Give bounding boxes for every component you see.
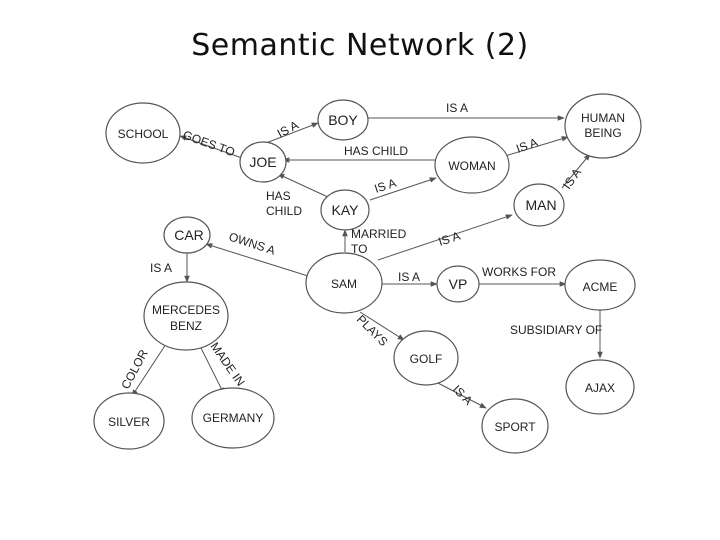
node-sport: SPORT [481, 398, 549, 454]
node-mercedes-benz-label-line1: MERCEDES [152, 303, 220, 317]
node-human-being-label-line1: HUMAN [581, 111, 625, 125]
node-vp-label: VP [449, 276, 468, 292]
label-car-is-a: IS A [150, 261, 172, 275]
node-boy-label: BOY [328, 112, 358, 128]
label-made-in: MADE IN [208, 340, 248, 389]
node-joe: JOE [239, 141, 287, 183]
label-kay-is-a-woman: IS A [373, 176, 398, 196]
node-vp: VP [436, 265, 480, 303]
node-sam-label: SAM [331, 277, 357, 291]
node-ajax: AJAX [565, 359, 635, 415]
node-mercedes-benz: MERCEDES BENZ [143, 281, 229, 351]
node-germany: GERMANY [191, 387, 275, 449]
label-married-to-line1: MARRIED [351, 227, 407, 241]
node-ajax-label: AJAX [585, 381, 615, 395]
edge-joe-boy [265, 122, 319, 144]
node-silver: SILVER [93, 392, 165, 450]
edge-kay-woman [369, 177, 437, 201]
nodes: SCHOOL BOY JOE HUMAN BEING WOMAN KAY MAN [93, 93, 642, 454]
node-woman-label: WOMAN [448, 159, 495, 173]
node-car: CAR [163, 216, 211, 254]
node-golf-label: GOLF [410, 352, 443, 366]
node-sam: SAM [305, 252, 383, 314]
edge-joe-school [179, 135, 243, 159]
node-sport-label: SPORT [494, 420, 536, 434]
edge-sam-man [377, 214, 513, 261]
node-man: MAN [513, 183, 565, 227]
edge-sam-golf [359, 311, 405, 341]
node-mercedes-benz-label-line2: BENZ [170, 319, 202, 333]
node-human-being: HUMAN BEING [564, 93, 642, 159]
edge-mercedes-silver [131, 343, 167, 397]
edge-mercedes-germany [199, 345, 225, 395]
node-kay: KAY [320, 189, 370, 231]
slide-title: Semantic Network (2) [191, 28, 529, 63]
node-car-label: CAR [174, 227, 204, 243]
label-woman-is-a-human: IS A [514, 135, 539, 156]
node-human-being-label-line2: BEING [584, 126, 621, 140]
label-color: COLOR [118, 347, 151, 392]
edges [131, 115, 603, 409]
node-golf: GOLF [393, 330, 459, 386]
node-woman: WOMAN [434, 136, 510, 194]
label-sam-is-a-vp: IS A [398, 270, 420, 284]
label-joe-is-a-boy: IS A [275, 118, 301, 141]
label-goes-to: GOES TO [181, 128, 237, 160]
node-man-label: MAN [525, 197, 556, 213]
label-married-to-line2: TO [351, 242, 367, 256]
label-kay-has-child-line1: HAS [266, 189, 291, 203]
label-boy-is-a-human: IS A [446, 101, 468, 115]
edge-sam-car [205, 243, 309, 277]
label-man-is-a-human: IS A [560, 166, 584, 192]
label-works-for: WORKS FOR [482, 265, 556, 279]
edge-golf-sport [435, 381, 487, 409]
node-acme: ACME [564, 259, 636, 311]
node-joe-label: JOE [249, 154, 276, 170]
node-school: SCHOOL [105, 102, 181, 164]
label-sam-is-a-man: IS A [437, 229, 462, 249]
node-boy: BOY [317, 99, 369, 141]
label-kay-has-child-line2: CHILD [266, 204, 302, 218]
node-acme-label: ACME [583, 280, 618, 294]
edge-woman-human [504, 136, 569, 157]
label-subsidiary-of: SUBSIDIARY OF [510, 323, 602, 337]
edge-man-human [561, 153, 591, 189]
label-plays: PLAYS [354, 312, 391, 349]
edge-kay-joe [277, 173, 331, 199]
node-kay-label: KAY [332, 202, 360, 218]
label-has-child-woman: HAS CHILD [344, 144, 408, 158]
node-school-label: SCHOOL [118, 127, 169, 141]
node-germany-label: GERMANY [203, 411, 264, 425]
label-golf-is-a-sport: IS A [450, 382, 475, 407]
node-silver-label: SILVER [108, 415, 150, 429]
edge-labels: GOES TO IS A IS A HAS CHILD IS A HAS CHI… [118, 101, 602, 408]
